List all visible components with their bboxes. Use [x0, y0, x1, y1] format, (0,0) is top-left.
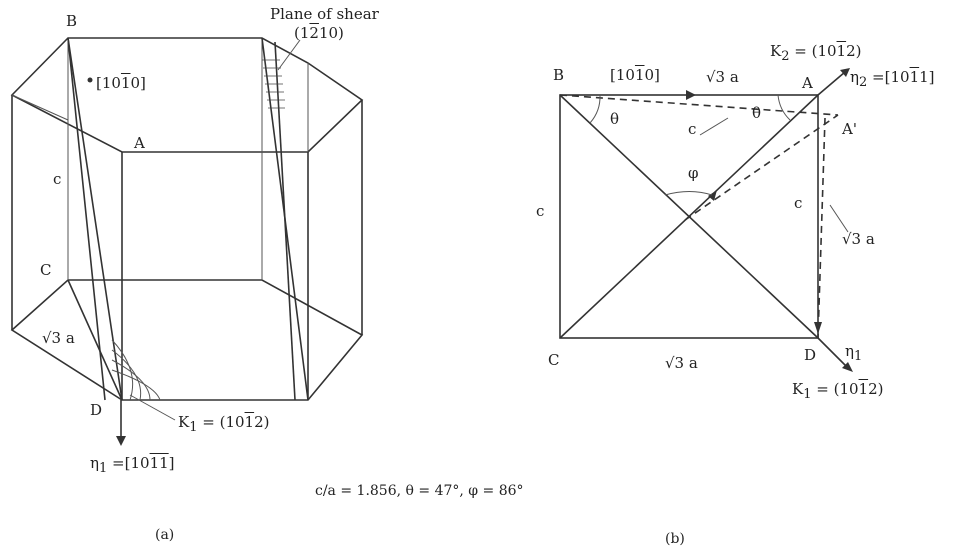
inner-line-1: [11, 94, 69, 121]
label-b-D: D: [804, 346, 817, 364]
label-b-A: A: [802, 74, 813, 92]
top-hexagon: [10, 37, 364, 153]
label-b-eta1: η1: [845, 342, 863, 364]
lower-fan-hatching: [111, 339, 161, 401]
label-a-D: D: [90, 401, 103, 419]
label-b-top-len: √3 a: [706, 68, 739, 86]
phi-arc: [664, 191, 713, 196]
dashed-right: [817, 117, 826, 339]
direction-point: [87, 77, 93, 83]
label-a-direction: [1010]: [96, 74, 146, 92]
right-len-leader: [829, 204, 849, 233]
label-a-C: C: [40, 261, 52, 279]
label-b-right-len: √3 a: [842, 230, 875, 248]
eta1b-arrow-line: [817, 337, 849, 369]
label-b-theta-left: θ: [610, 110, 620, 128]
right-arrowhead: [814, 322, 822, 334]
twin-plane-edge-1: [67, 37, 123, 401]
label-plane-index: (1210): [294, 24, 344, 42]
label-b-phi: φ: [688, 164, 699, 182]
eta1b-arrowhead: [842, 362, 853, 372]
caption-a: (a): [155, 527, 175, 543]
caption-b: (b): [665, 531, 685, 547]
label-a-A: A: [134, 134, 145, 152]
label-a-B: B: [66, 12, 78, 30]
label-plane-of-shear: Plane of shear: [270, 5, 379, 23]
eta2-arrow-line: [817, 71, 846, 96]
dashed-center-Aprime: [684, 114, 839, 221]
eta1-arrowhead: [116, 436, 126, 446]
label-b-eta2: η2 =[1011]: [850, 68, 935, 90]
label-a-c: c: [53, 170, 62, 188]
label-a-eta1: η1 =[1011]: [90, 454, 175, 476]
diagonal-arrowhead: [708, 190, 717, 201]
label-b-k1: K1 = (1012): [792, 380, 884, 402]
label-b-Aprime: A': [842, 120, 857, 138]
k1-leader: [129, 394, 176, 421]
label-b-direction: [1010]: [610, 66, 660, 84]
plane-leader: [277, 39, 301, 71]
label-a-k1: K1 = (1012): [178, 413, 270, 435]
dashed-B-Aprime: [559, 94, 839, 116]
label-b-c-diag: c: [688, 120, 697, 138]
label-b-C: C: [548, 351, 560, 369]
right-plane-edge-2: [274, 41, 296, 401]
shear-square-figure: [559, 68, 853, 372]
equation-line: c/a = 1.856, θ = 47°, φ = 86°: [315, 483, 524, 499]
label-b-B: B: [553, 66, 565, 84]
hex-prism-figure: [10, 37, 364, 446]
theta-left-arc: [589, 94, 601, 124]
twin-plane-edge-3: [67, 279, 123, 401]
c-leader: [699, 117, 729, 136]
direction-arrowhead: [686, 90, 696, 100]
label-b-theta-right: θ: [752, 104, 762, 122]
label-b-k2: K2 = (1012): [770, 42, 862, 64]
label-b-c-right: c: [794, 194, 803, 212]
theta-right-arc: [777, 94, 791, 121]
label-b-bottom-len: √3 a: [665, 354, 698, 372]
shear-plane-hatching: [262, 59, 285, 109]
twin-plane-edge-2: [67, 37, 106, 401]
eta2-arrowhead: [840, 68, 850, 77]
label-b-c-left: c: [536, 202, 545, 220]
label-a-sqrt3a: √3 a: [42, 329, 75, 347]
